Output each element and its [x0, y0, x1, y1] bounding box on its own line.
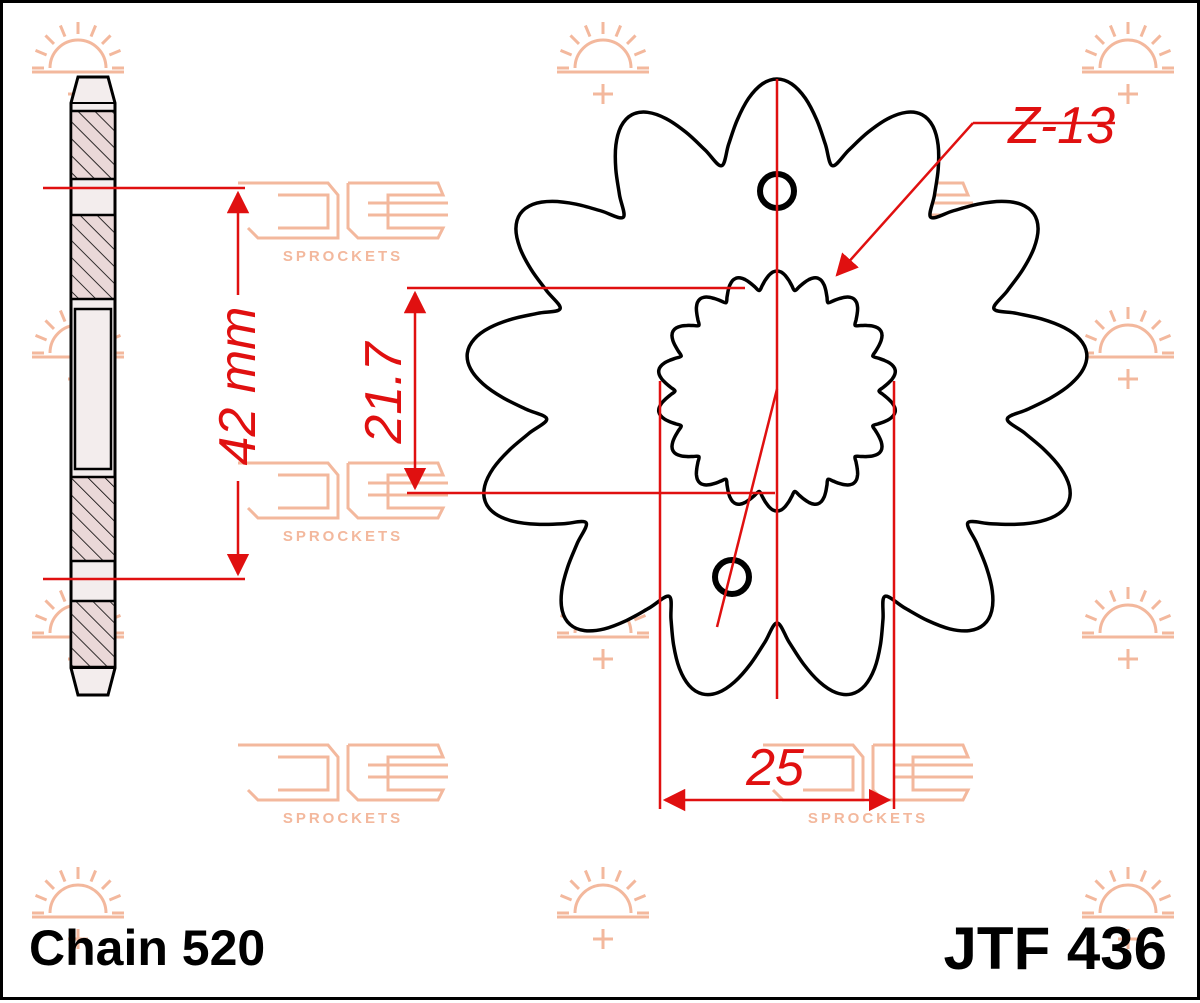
hub-bore-section — [73, 307, 113, 471]
chain-size-label: Chain 520 — [29, 920, 266, 976]
sun-logo-icon — [1082, 587, 1174, 669]
jt-logo-watermark: SPROCKETS — [238, 743, 448, 827]
mounting-hole — [712, 557, 752, 597]
sun-logo-icon — [557, 22, 649, 104]
watermark-text: SPROCKETS — [808, 810, 928, 827]
watermark-text: SPROCKETS — [283, 248, 403, 265]
height-dimension-label: 42 mm — [209, 307, 267, 466]
sprocket-side-profile — [69, 75, 117, 697]
tooth-count-label: Z-13 — [1006, 97, 1115, 155]
hatch-section — [69, 213, 117, 301]
tooth-count-callout: Z-13 — [835, 97, 1115, 277]
sprocket-drawing: SPROCKETSSPROCKETSSPROCKETSSPROCKETSSPRO… — [32, 22, 1174, 949]
hatch-section — [69, 109, 117, 181]
sun-logo-icon — [32, 867, 124, 949]
sun-logo-icon — [1082, 867, 1174, 949]
hatch-section — [69, 599, 117, 669]
spline-inner-label: 21.7 — [355, 340, 413, 444]
sun-logo-icon — [557, 867, 649, 949]
watermark-text: SPROCKETS — [283, 528, 403, 545]
spline-outer-label: 25 — [745, 739, 805, 797]
center-lines — [715, 79, 779, 699]
sun-logo-icon — [1082, 307, 1174, 389]
jt-logo-watermark: SPROCKETS — [238, 461, 448, 545]
hatch-section — [69, 475, 117, 563]
part-number-label: JTF 436 — [943, 915, 1167, 982]
jt-logo-watermark: SPROCKETS — [238, 181, 448, 265]
watermark-text: SPROCKETS — [283, 810, 403, 827]
height-dimension: 42 mm — [43, 186, 267, 581]
spline-inner-dimension: 21.7 — [355, 286, 775, 495]
spline-outer-dimension: 25 — [658, 381, 896, 812]
sun-logo-icon — [1082, 22, 1174, 104]
